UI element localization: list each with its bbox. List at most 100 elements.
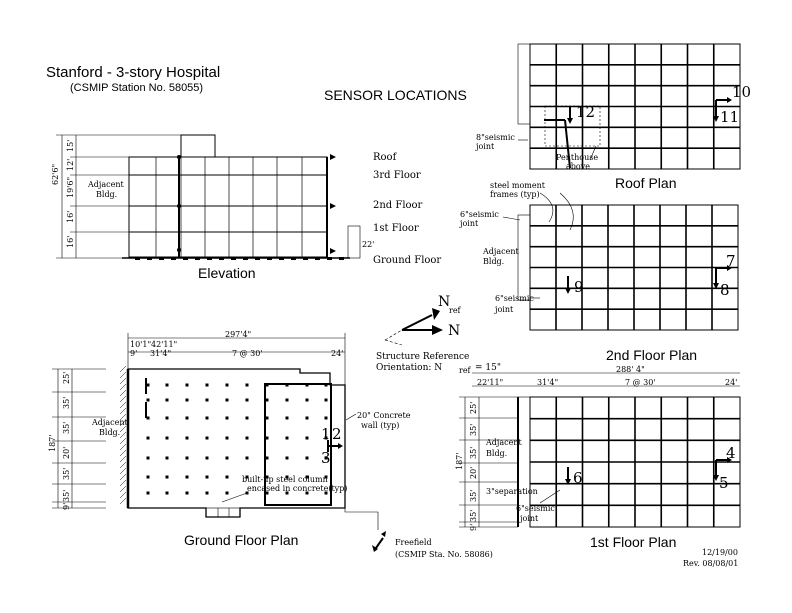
gf-dim-c: 9' [130,349,137,358]
frames-note-b: frames (typ) [490,190,540,199]
level-ground-floor: Ground Floor [373,255,441,266]
sensor-4: 4 [726,444,736,462]
orientation-sub: ref [459,366,472,375]
ff-dim-b: 31'4" [537,378,558,387]
sensor-locations-heading: SENSOR LOCATIONS [324,87,467,103]
n-ref-arrow-label: N [438,294,450,310]
ff-left-dim-7: 9' [469,524,478,531]
ff-left-dim-2: 35' [469,424,478,436]
ff-end-bay: 24' [725,378,737,387]
gf-note-wall-a: 20" Concrete [357,411,411,420]
ff-dim-a: 22'11" [477,378,503,387]
sensor-6: 6 [573,469,583,487]
second-joint-top-b: joint [459,219,479,228]
second-joint-bottom-a: 6"seismic [495,294,534,303]
elevation-height-roof: 15' [66,140,75,152]
ground-floor-plan: 297'4" 10'1" 42'11" 9' 31'4" 7 @ 30' 24'… [48,330,493,559]
second-floor-plan: 9 7 8 steel moment frames (typ) 6"seismi… [459,181,739,363]
roof-penthouse-b: above [566,162,590,171]
roof-plan-label: Roof Plan [615,175,676,191]
sensor-7: 7 [726,252,736,270]
ground-floor-label: Ground Floor Plan [184,532,298,548]
gf-left-dim-7: 9' [62,503,71,510]
gf-left-dim-3: 35' [62,422,71,434]
elevation-right-dim: 22' [362,240,374,249]
roof-penthouse-a: Penthouse [556,153,598,162]
elevation-height-1st: 16' [66,211,75,223]
gf-left-dim-6: 35' [62,490,71,502]
level-roof: Roof [373,152,398,163]
elevation-view: 62'6" 15' 12' 19'6" 16' 16' Adjacent Bld… [51,134,441,281]
drawing-revision: Rev. 08/08/01 [683,559,738,568]
sensor-8: 8 [720,281,730,299]
elevation-height-2nd: 19'6" [66,177,75,198]
ff-adjacent-a: Adjacent [485,438,523,447]
elevation-adjacent-label-a: Adjacent [87,180,125,189]
gf-end-bay: 24' [331,349,343,358]
second-joint-bottom-b: joint [494,305,514,314]
gf-left-dim-5: 35' [62,468,71,480]
ff-left-dim-1: 25' [469,402,478,414]
gf-dim-b: 42'11" [151,340,177,349]
ff-left-dim-5: 35' [469,490,478,502]
ff-overall-width: 288' 4" [616,365,645,374]
gf-left-dim-2: 35' [62,397,71,409]
sensor-3: 3 [321,449,331,467]
elevation-adjacent-label-b: Bldg. [96,190,117,199]
gf-note-wall-b: wall (typ) [361,421,399,430]
ff-separation: 3"separation [486,487,538,496]
second-joint-top-a: 6"seismic [460,210,499,219]
sensor-11: 11 [720,108,739,126]
elevation-label: Elevation [198,265,256,281]
elevation-height-ground: 16' [66,236,75,248]
ff-left-dim-6: 35' [469,510,478,522]
first-floor-label: 1st Floor Plan [590,534,676,550]
orientation-line2: Orientation: N [376,363,442,373]
ff-adjacent-b: Bldg. [486,449,507,458]
gf-adjacent-b: Bldg. [99,428,120,437]
orientation-indicator: N ref N Structure Reference Orientation:… [376,294,501,375]
n-ref-arrow-sub: ref [449,306,462,315]
level-2nd-floor: 2nd Floor [373,200,423,211]
ff-left-dim-3: 35' [469,447,478,459]
orientation-line1: Structure Reference [376,352,469,362]
sensor-9: 9 [574,278,584,296]
n-arrow-label: N [448,323,460,339]
ff-left-dim-4: 20' [469,467,478,479]
second-floor-label: 2nd Floor Plan [606,347,697,363]
roof-joint-b: joint [475,142,495,151]
drawing-date: 12/19/00 [702,548,738,557]
freefield-label: Freefield [395,538,432,547]
sensor-10: 10 [732,83,751,101]
first-floor-plan: 288' 4" 22'11" 31'4" 7 @ 30' 24' 187' 25… [455,365,741,550]
gf-bays: 7 @ 30' [232,349,263,358]
gf-left-dim-4: 20' [62,447,71,459]
roof-plan: 12 10 11 8"seismic joint Penthouse above… [475,43,751,191]
level-3rd-floor: 3rd Floor [373,170,421,181]
gf-dim-a: 10'1" [130,340,151,349]
gf-note-column-a: built-up steel column [242,475,328,484]
ff-joint-a: 6"seismic [516,504,555,513]
freefield-station: (CSMIP Sta. No. 58086) [395,550,493,559]
ff-joint-b: joint [519,514,539,523]
ff-bays: 7 @ 30' [625,378,656,387]
gf-total-depth: 187' [48,435,57,452]
gf-dim-d: 31'4" [150,349,171,358]
gf-overall-width: 297'4" [225,330,251,339]
sensor-2: 2 [332,425,342,443]
orientation-value: = 15" [475,363,501,373]
ff-total-depth: 187' [455,453,464,470]
elevation-height-3rd: 12' [66,159,75,171]
sensor-1: 1 [321,425,331,443]
second-adjacent-b: Bldg. [483,257,504,266]
gf-adjacent-a: Adjacent [91,418,129,427]
drawing-subtitle: (CSMIP Station No. 58055) [70,82,203,94]
gf-left-dim-1: 25' [62,372,71,384]
frames-note-a: steel moment [490,181,546,190]
second-adjacent-a: Adjacent [482,247,520,256]
level-1st-floor: 1st Floor [373,223,419,234]
sensor-5: 5 [719,474,729,492]
gf-note-column-b: encased in concrete(typ) [247,484,347,493]
elevation-total-height: 62'6" [51,164,60,185]
